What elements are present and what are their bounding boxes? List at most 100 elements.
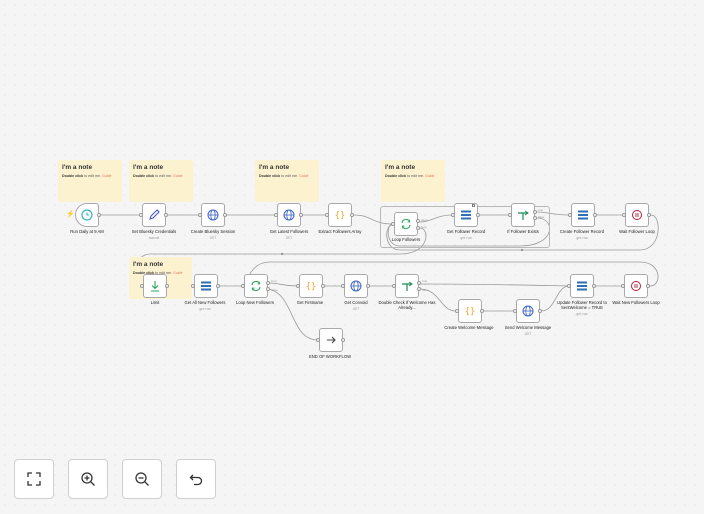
svg-text:{}: {}: [306, 282, 317, 292]
output-port-false[interactable]: [533, 216, 537, 220]
input-port[interactable]: [621, 284, 625, 288]
input-port[interactable]: [567, 284, 571, 288]
input-port[interactable]: [513, 309, 517, 313]
node-get-firstname[interactable]: {}: [299, 274, 323, 298]
node-create-welcome-message[interactable]: {}: [458, 299, 482, 323]
output-port[interactable]: [165, 284, 169, 288]
node-set-credentials[interactable]: [142, 203, 166, 227]
output-port[interactable]: [647, 213, 651, 217]
output-port[interactable]: [216, 284, 220, 288]
node-create-session[interactable]: [201, 203, 225, 227]
reset-zoom-button[interactable]: [176, 459, 216, 499]
output-port[interactable]: [593, 213, 597, 217]
input-port[interactable]: [140, 284, 144, 288]
node-double-check-welcome[interactable]: [395, 274, 419, 298]
note-emphasis: Double click: [62, 174, 84, 178]
input-port[interactable]: [191, 284, 195, 288]
edge: [386, 214, 659, 251]
output-port[interactable]: [341, 338, 345, 342]
code-icon: {}: [306, 282, 317, 292]
node-label: Update Follower Record to SentWelcome = …: [557, 300, 607, 310]
node-label: If Follower Exists: [507, 229, 539, 234]
node-if-follower-exists[interactable]: [511, 203, 535, 227]
input-port[interactable]: [622, 213, 626, 217]
sticky-note[interactable]: I'm a note Double click to edit me. Guid…: [255, 160, 319, 202]
note-guide-link[interactable]: Guide: [298, 174, 309, 178]
input-port[interactable]: [274, 213, 278, 217]
edge: [387, 217, 550, 247]
output-port-loop[interactable]: [266, 281, 270, 285]
node-end-of-workflow[interactable]: [319, 328, 343, 352]
output-port[interactable]: [476, 213, 480, 217]
node-limit[interactable]: [143, 274, 167, 298]
node-create-follower-record[interactable]: [571, 203, 595, 227]
sticky-note[interactable]: I'm a note Double click to edit me. Guid…: [58, 160, 122, 202]
node-update-follower-record[interactable]: [570, 274, 594, 298]
output-port-true[interactable]: [533, 210, 537, 214]
note-title: I'm a note: [133, 164, 164, 171]
node-send-welcome-message[interactable]: [516, 299, 540, 323]
output-port[interactable]: [366, 284, 370, 288]
output-port-false[interactable]: [417, 287, 421, 291]
output-port[interactable]: [321, 284, 325, 288]
note-guide-link[interactable]: Guide: [172, 174, 183, 178]
input-port[interactable]: [451, 213, 455, 217]
node-get-all-new-followers[interactable]: [194, 274, 218, 298]
note-guide-link[interactable]: Guide: [424, 174, 435, 178]
note-guide-link[interactable]: Guide: [172, 271, 183, 275]
output-port-done[interactable]: [416, 219, 420, 223]
node-wait-follower-loop[interactable]: [625, 203, 649, 227]
node-extract-followers[interactable]: {}: [328, 203, 352, 227]
note-emphasis: Double click: [133, 271, 155, 275]
output-port[interactable]: [97, 213, 101, 217]
node-loop-new-followers[interactable]: [244, 274, 268, 298]
zoom-out-button[interactable]: [122, 459, 162, 499]
input-port[interactable]: [508, 213, 512, 217]
node-label: Get Follower Record: [446, 229, 486, 234]
output-port[interactable]: [646, 284, 650, 288]
output-port[interactable]: [350, 213, 354, 217]
note-text: to edit me.: [406, 174, 425, 178]
output-port-true[interactable]: [417, 281, 421, 285]
input-port[interactable]: [316, 338, 320, 342]
output-port[interactable]: [538, 309, 542, 313]
node-loop-followers[interactable]: [394, 212, 418, 236]
code-icon: {}: [465, 307, 476, 317]
input-port[interactable]: [139, 213, 143, 217]
loop-icon: [401, 218, 411, 230]
edge-midpoint: [280, 252, 284, 256]
fit-view-button[interactable]: [14, 459, 54, 499]
zoom-in-button[interactable]: [68, 459, 108, 499]
output-port[interactable]: [480, 309, 484, 313]
input-port[interactable]: [325, 213, 329, 217]
output-port-loop[interactable]: [416, 226, 420, 230]
input-port[interactable]: [391, 222, 395, 226]
code-icon: {}: [335, 211, 346, 221]
sticky-note[interactable]: I'm a note Double click to edit me. Guid…: [381, 160, 445, 202]
output-port[interactable]: [164, 213, 168, 217]
input-port[interactable]: [455, 309, 459, 313]
edge: [419, 214, 453, 223]
output-port[interactable]: [299, 213, 303, 217]
sticky-note[interactable]: I'm a note Double click to edit me. Guid…: [129, 160, 193, 202]
input-port[interactable]: [568, 213, 572, 217]
input-port[interactable]: [341, 284, 345, 288]
note-title: I'm a note: [133, 261, 164, 268]
edge-label-false: false: [422, 288, 429, 292]
input-port[interactable]: [198, 213, 202, 217]
node-get-latest-followers[interactable]: [277, 203, 301, 227]
note-guide-link[interactable]: Guide: [101, 174, 112, 178]
edge: [353, 214, 393, 225]
output-port[interactable]: [592, 284, 596, 288]
node-run-daily[interactable]: [75, 203, 99, 227]
input-port[interactable]: [296, 284, 300, 288]
fullscreen-icon: [27, 472, 41, 486]
input-port[interactable]: [241, 284, 245, 288]
input-port[interactable]: [392, 284, 396, 288]
note-emphasis: Double click: [385, 174, 407, 178]
output-port-done[interactable]: [266, 287, 270, 291]
output-port[interactable]: [223, 213, 227, 217]
node-get-convoid[interactable]: [344, 274, 368, 298]
node-wait-new-followers-loop[interactable]: [624, 274, 648, 298]
